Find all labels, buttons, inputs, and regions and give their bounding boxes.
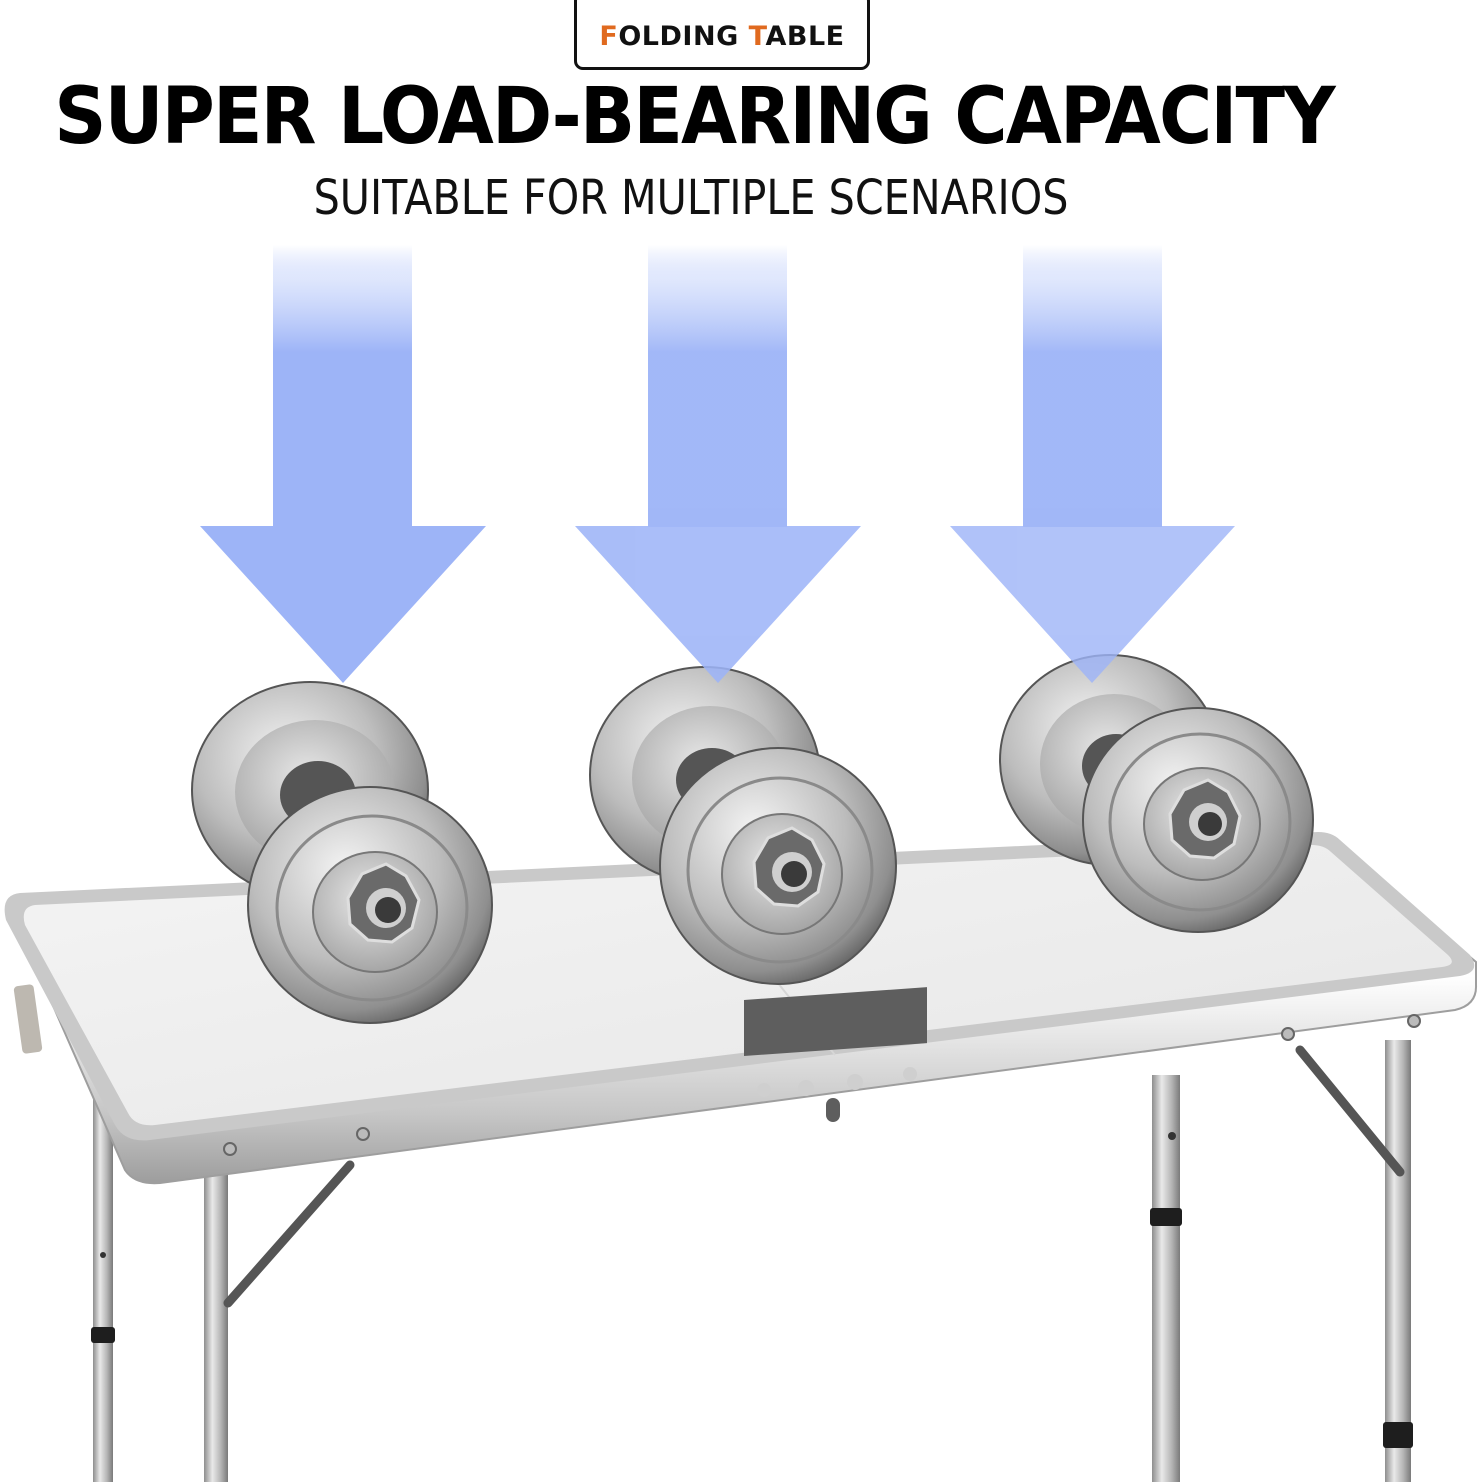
badge-accent-letter-f: F [599,20,619,52]
badge-label: FOLDING TABLE [599,21,844,52]
left-leg-brace [223,1160,355,1308]
left-arrow-icon [200,245,486,683]
front-right-leg [1152,1075,1180,1482]
back-right-leg [1385,1040,1411,1482]
load-arrows [200,245,1235,683]
front-left-leg [204,1165,228,1482]
right-leg-brace-back [1295,1045,1405,1177]
badge-accent-letter-t: T [748,20,766,52]
table-legs [91,1040,1413,1482]
right-dumbbell [999,654,1314,933]
badge-text-folding: OLDING [618,20,749,52]
product-category-badge: FOLDING TABLE [574,0,870,70]
left-dumbbell [191,681,493,1024]
middle-dumbbell [589,666,897,985]
table-latch [744,987,927,1122]
carry-handle [13,984,43,1054]
right-arrow-icon [950,245,1235,683]
badge-text-table: ABLE [765,20,845,52]
back-left-leg [93,1040,113,1482]
subtitle: SUITABLE FOR MULTIPLE SCENARIOS [313,170,1069,226]
dumbbells [191,654,1314,1024]
headline: SUPER LOAD-BEARING CAPACITY [54,72,1335,162]
middle-arrow-icon [575,245,861,683]
